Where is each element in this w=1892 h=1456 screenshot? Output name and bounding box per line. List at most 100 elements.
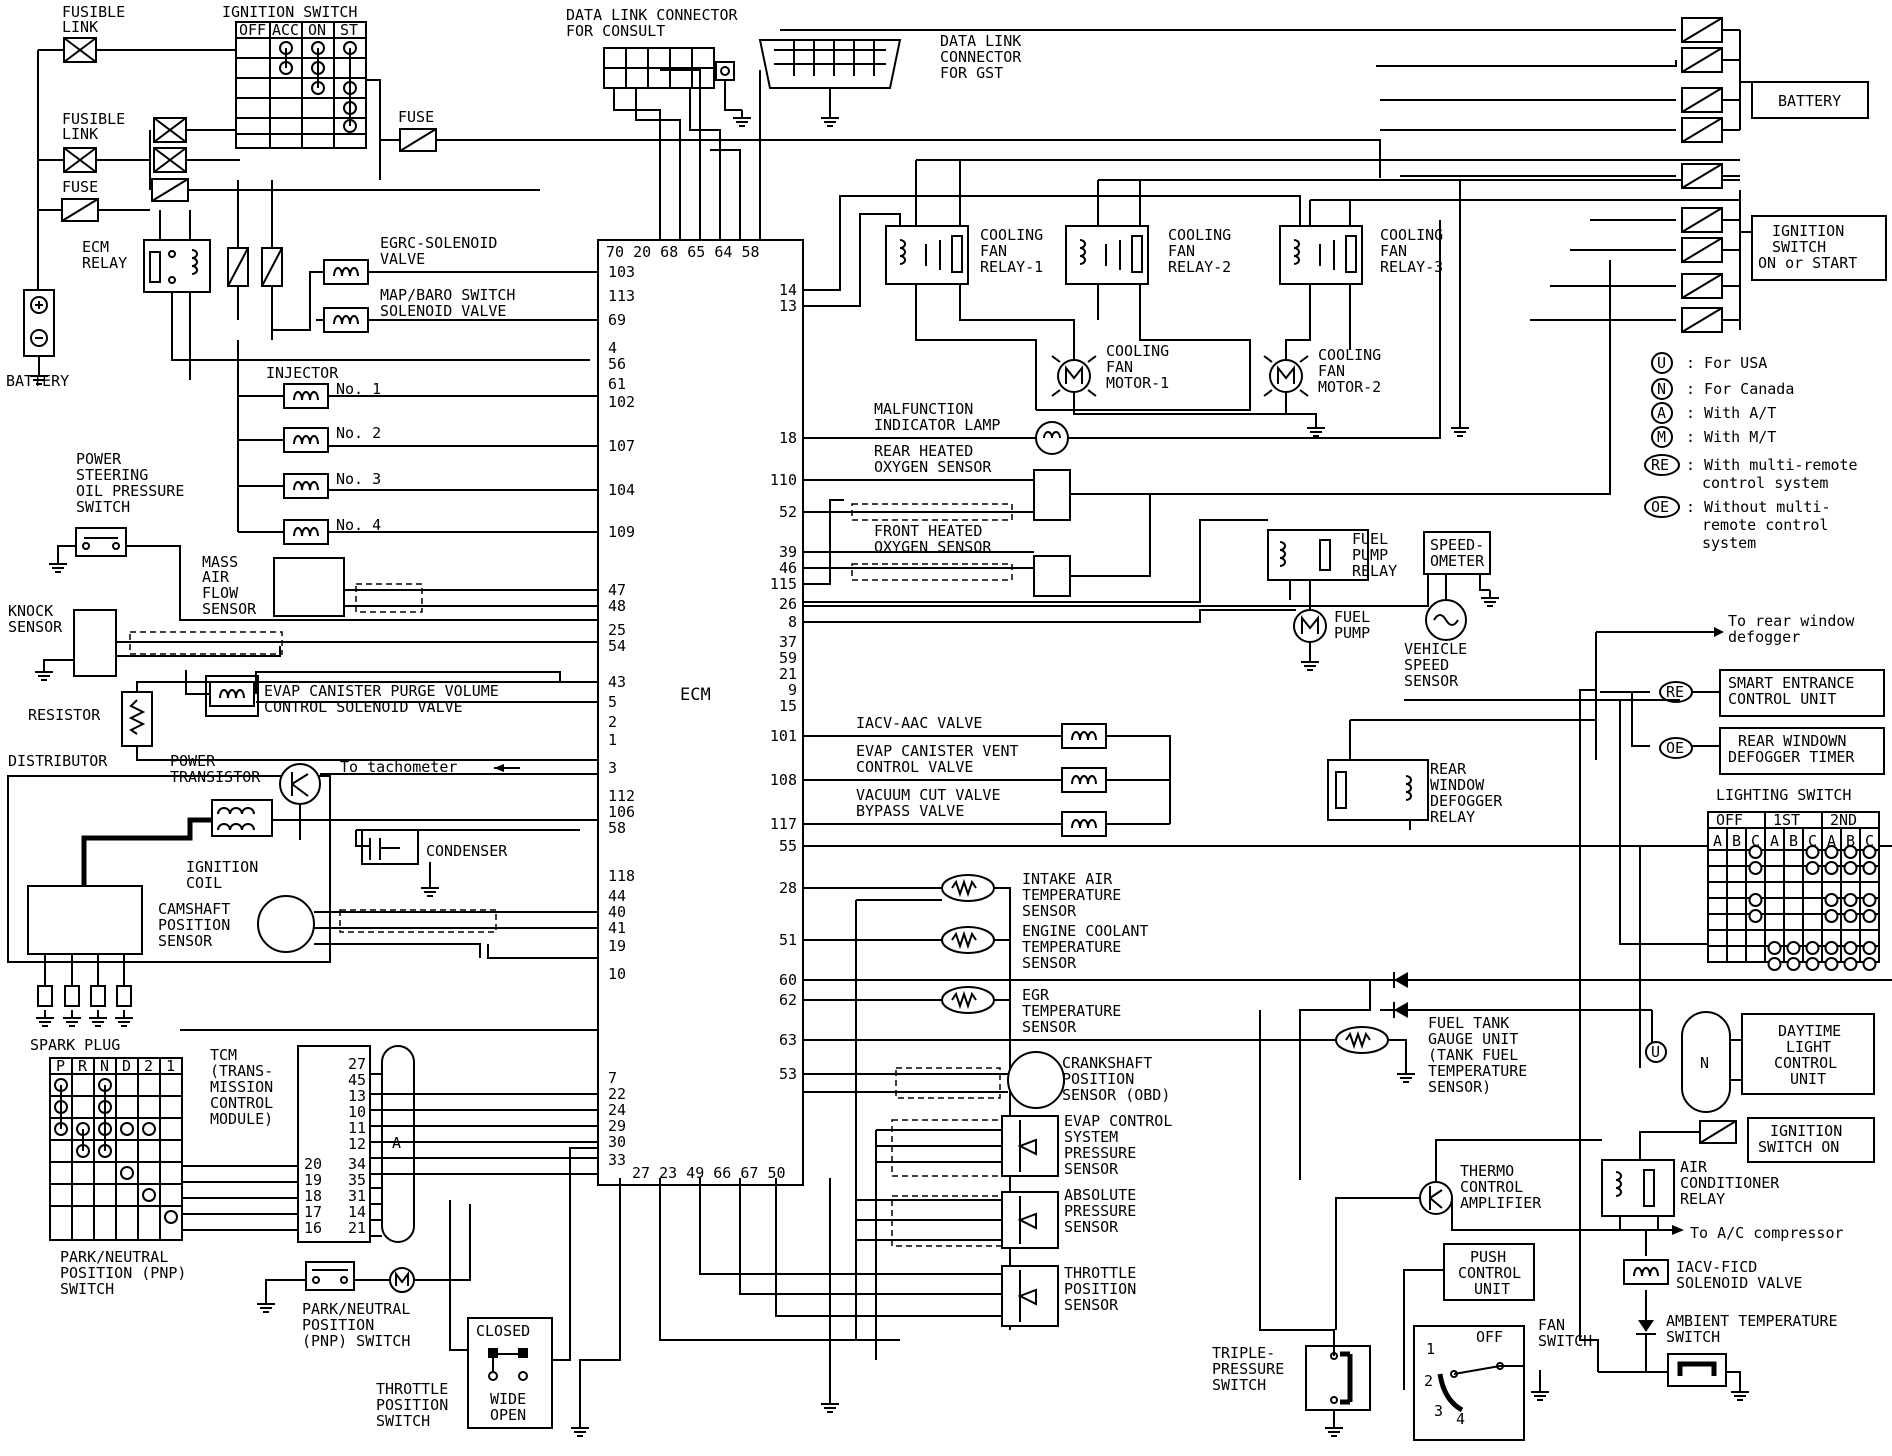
legend-text: : Without multi- <box>1686 498 1831 516</box>
spark-plug-label: SPARK PLUG <box>30 1036 120 1054</box>
fuel-tank-symbol <box>1335 1026 1389 1054</box>
crankshaft-label-2: POSITION <box>1062 1070 1134 1088</box>
ecm-pin-28: 28 <box>779 879 797 897</box>
pnp-switch-2-label: PARK/NEUTRAL <box>302 1300 410 1318</box>
resistor-label: RESISTOR <box>28 706 101 724</box>
tcm-pin-31: 31 <box>348 1187 366 1205</box>
fusible-link-1-label: FUSIBLE <box>62 3 125 21</box>
fan-switch-label-2: SWITCH <box>1538 1332 1592 1350</box>
fan-pos-3: 3 <box>1434 1402 1443 1420</box>
injector-1-symbol <box>283 383 329 409</box>
ecm-pin-24: 24 <box>608 1101 626 1119</box>
iacv-ficd-label: IACV-FICD <box>1676 1258 1757 1276</box>
prnd-head-D: D <box>122 1057 131 1075</box>
rear-defogger-relay-label-3: DEFOGGER <box>1430 792 1503 810</box>
ambient-label-2: SWITCH <box>1666 1328 1720 1346</box>
ac-relay-label: AIR <box>1680 1158 1708 1176</box>
fuel-pump-relay-label-3: RELAY <box>1352 562 1397 580</box>
ecm-pin-43: 43 <box>608 673 626 691</box>
ecm-pin-2: 2 <box>608 713 617 731</box>
tcm-label-2: (TRANS- <box>210 1062 273 1080</box>
to-rear-defogger-label-2: defogger <box>1728 628 1800 646</box>
pnp-switch-1-label-2: POSITION (PNP) <box>60 1264 186 1282</box>
ecm-pin-7: 7 <box>608 1069 617 1087</box>
front-o2-label: FRONT HEATED <box>874 522 982 540</box>
ecm-pin-115: 115 <box>770 575 797 593</box>
tps-closed-label: CLOSED <box>476 1322 530 1340</box>
ecm-top-pins: 70 20 68 65 64 58 <box>606 243 760 261</box>
injector-title: INJECTOR <box>266 364 339 382</box>
ps-switch-label: POWER <box>76 450 122 468</box>
cfr2-label-3: RELAY-2 <box>1168 258 1231 276</box>
cfr3-label-2: FAN <box>1380 242 1407 260</box>
injector-no-4: No. 4 <box>336 516 381 534</box>
rear-o2-label: REAR HEATED <box>874 442 973 460</box>
cfm1-label-2: FAN <box>1106 358 1133 376</box>
fuse-stack-3 <box>151 178 189 202</box>
oe-label: OE <box>1666 739 1684 757</box>
tcm-pin-13: 13 <box>348 1087 366 1105</box>
daytime-light-label-3: CONTROL <box>1774 1054 1837 1072</box>
tps-switch-label-3: SWITCH <box>376 1412 430 1430</box>
right-fuse-4 <box>1681 117 1740 143</box>
push-control-label-3: UNIT <box>1474 1280 1510 1298</box>
evap-purge-symbol <box>209 681 255 707</box>
tps-label: THROTTLE <box>1064 1264 1136 1282</box>
ecm-pin-26: 26 <box>779 595 797 613</box>
ecm-pin-30: 30 <box>608 1133 626 1151</box>
tps-open-label: OPEN <box>490 1406 526 1424</box>
ac-relay-label-2: CONDITIONER <box>1680 1174 1780 1192</box>
fuel-tank-label-4: TEMPERATURE <box>1428 1062 1527 1080</box>
oe-symbol <box>1659 737 1693 759</box>
push-control-unit <box>1443 1243 1535 1301</box>
daytime-light-label: DAYTIME <box>1778 1022 1841 1040</box>
thermo-amp-symbol <box>1419 1181 1453 1215</box>
ecm-pin-44: 44 <box>608 887 626 905</box>
ac-relay-label-3: RELAY <box>1680 1190 1725 1208</box>
vacuum-cut-label: VACUUM CUT VALVE <box>856 786 1001 804</box>
vss-label-3: SENSOR <box>1404 672 1459 690</box>
tcm-pin-16: 16 <box>304 1219 322 1237</box>
ecm-pin-3: 3 <box>608 759 617 777</box>
ecm-pin-108: 108 <box>770 771 797 789</box>
absolute-pressure-sensor <box>1001 1191 1059 1249</box>
tcm-pin-10: 10 <box>348 1103 366 1121</box>
ecm-pin-29: 29 <box>608 1117 626 1135</box>
ecm-pin-55: 55 <box>779 837 797 855</box>
speedometer-label: SPEED- <box>1430 536 1484 554</box>
ecm-pin-69: 69 <box>608 311 626 329</box>
evap-pressure-sensor <box>1001 1115 1059 1177</box>
tcm-pin-27: 27 <box>348 1055 366 1073</box>
speedometer-symbol <box>1423 531 1491 575</box>
fan-pos-1: 1 <box>1426 1340 1435 1358</box>
ecm-pin-48: 48 <box>608 597 626 615</box>
fuel-pump-relay-label-2: PUMP <box>1352 546 1388 564</box>
pnp-switch-2-label-3: (PNP) SWITCH <box>302 1332 410 1350</box>
evap-pressure-label-4: SENSOR <box>1064 1160 1119 1178</box>
ignition-switch: IGNITION SWITCH OFF ACC ON ST FUSE <box>222 3 1381 180</box>
lighting-col-c: C <box>1808 832 1817 850</box>
map-baro-label-2: SOLENOID VALVE <box>380 302 506 320</box>
tps-switch-label-2: POSITION <box>376 1396 448 1414</box>
ign-col-acc: ACC <box>272 21 299 39</box>
ecm-pin-117: 117 <box>770 815 797 833</box>
fan-pos-2: 2 <box>1424 1372 1433 1390</box>
fusible-link-2-label: FUSIBLE <box>62 110 125 128</box>
re-symbol <box>1659 681 1693 703</box>
tps-label-3: SENSOR <box>1064 1296 1119 1314</box>
ect-label-2: TEMPERATURE <box>1022 938 1121 956</box>
rear-defogger-relay-label-4: RELAY <box>1430 808 1475 826</box>
ecm-pin-103: 103 <box>608 263 635 281</box>
tcm-pin-17: 17 <box>304 1203 322 1221</box>
fuel-tank-label-3: (TANK FUEL <box>1428 1046 1518 1064</box>
ecm-pin-112: 112 <box>608 787 635 805</box>
injector-no-1: No. 1 <box>336 380 381 398</box>
lighting-col-c: C <box>1751 832 1760 850</box>
right-fuse-5 <box>1681 163 1740 189</box>
vacuum-cut-symbol <box>1061 811 1107 837</box>
lighting-col-b: B <box>1732 832 1741 850</box>
prnd-head-1: 1 <box>166 1057 175 1075</box>
